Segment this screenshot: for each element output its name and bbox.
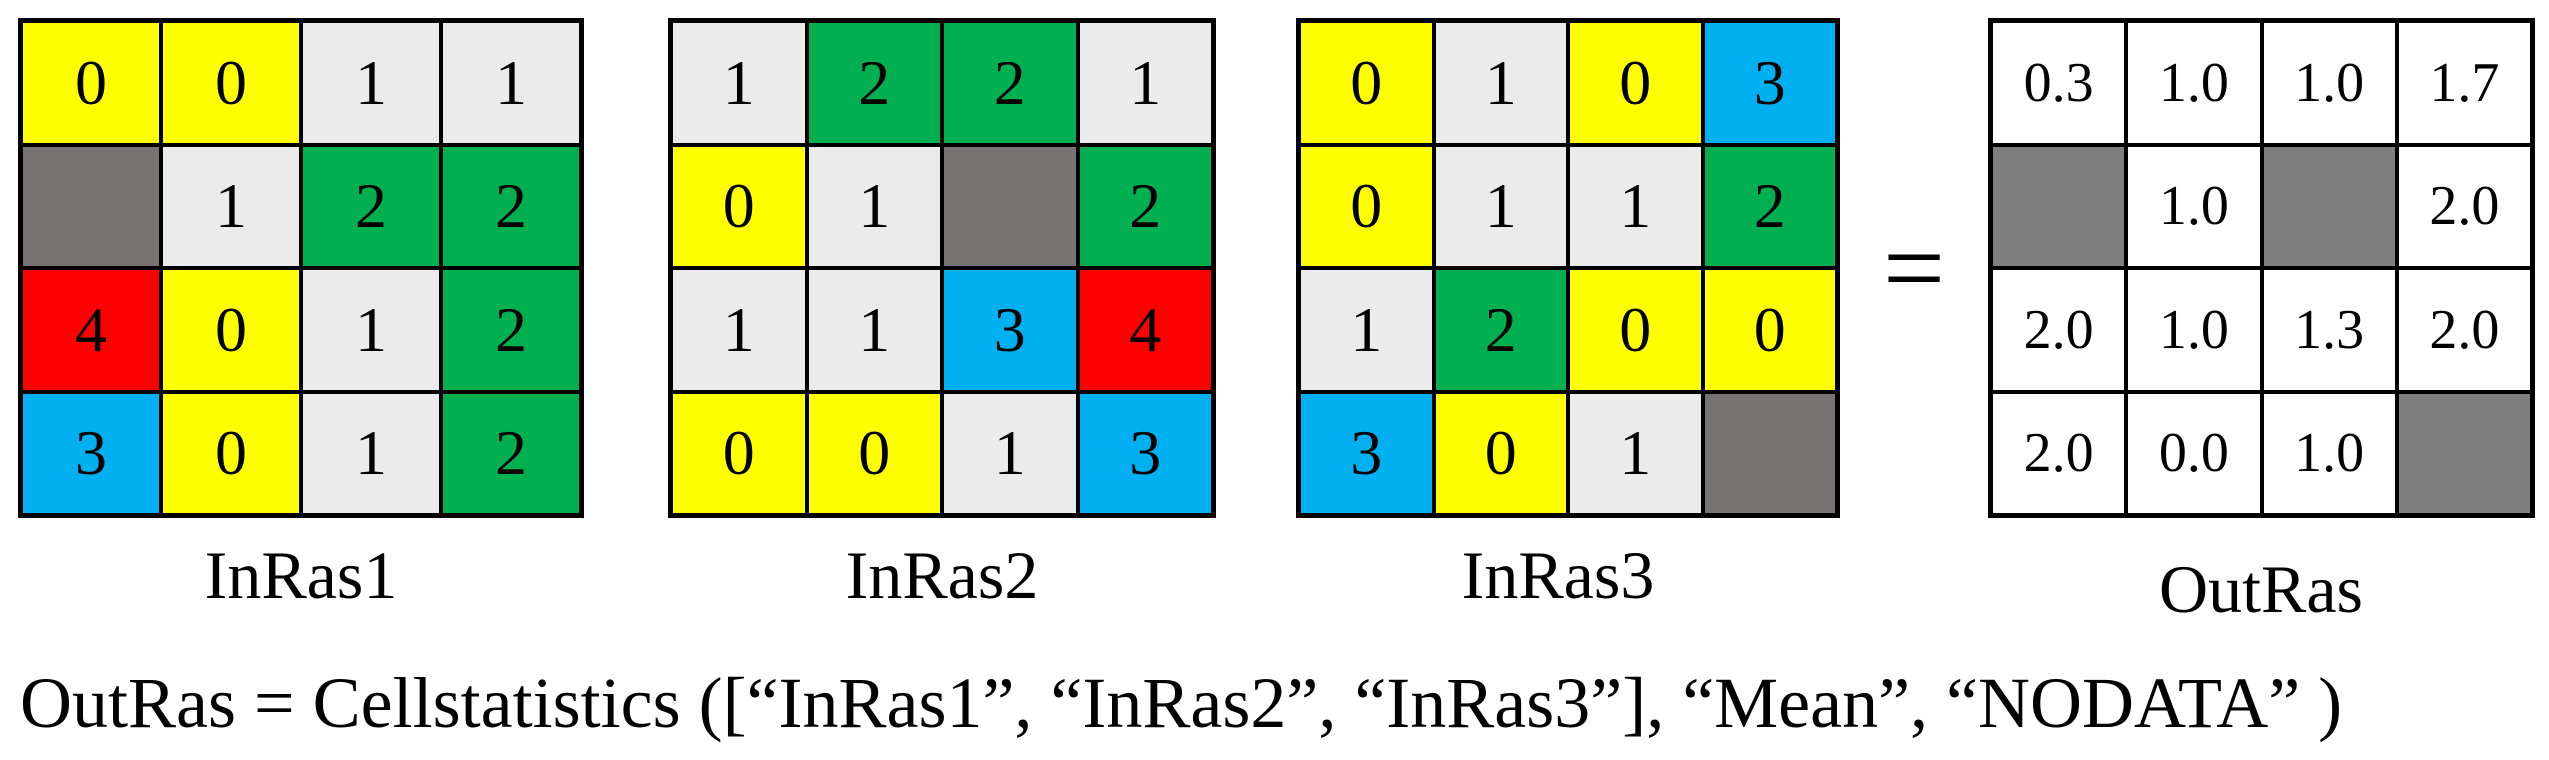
outras-cell: 1.3: [2261, 268, 2397, 392]
inras2-cell: 0: [671, 144, 807, 268]
outras-cell: 1.0: [2126, 144, 2262, 268]
inras3-cell: 3: [1702, 21, 1837, 145]
inras2-label: InRas2: [845, 537, 1039, 613]
outras-cell: 1.0: [2261, 21, 2397, 145]
outras-cell: 1.0: [2261, 391, 2397, 515]
inras2-cell: 1: [942, 391, 1078, 515]
inras2-cell: 3: [1077, 391, 1213, 515]
inras3-cell: 2: [1433, 268, 1568, 392]
inras2-cell: 1: [806, 268, 942, 392]
inras3-cell: 1: [1568, 391, 1703, 515]
inras1-cell: 1: [301, 391, 441, 515]
inras1-cell: 1: [161, 144, 301, 268]
outras-cell: [2396, 391, 2532, 515]
inras2-cell: [942, 144, 1078, 268]
outras-label: OutRas: [2159, 551, 2363, 627]
outras-cell: 1.0: [2126, 268, 2262, 392]
inras3-cell: 2: [1702, 144, 1837, 268]
inras3-label: InRas3: [1461, 537, 1655, 613]
inras2-cell: 0: [671, 391, 807, 515]
inras2-cell: 3: [942, 268, 1078, 392]
inras2-cell: 2: [942, 21, 1078, 145]
inras2-cell: 0: [806, 391, 942, 515]
outras-cell: 1.7: [2396, 21, 2532, 145]
inras1-cell: 4: [21, 268, 161, 392]
inras2-cell: 1: [671, 268, 807, 392]
inras1-label: InRas1: [204, 537, 398, 613]
inras1-cell: 2: [441, 144, 581, 268]
inras1-cell: 2: [441, 391, 581, 515]
inras1-cell: 1: [441, 21, 581, 145]
inras3-cell: 1: [1433, 21, 1568, 145]
inras3-cell: 0: [1702, 268, 1837, 392]
inras3-cell: 1: [1433, 144, 1568, 268]
inras1-cell: 0: [161, 21, 301, 145]
outras-cell: 2.0: [2396, 144, 2532, 268]
inras1-cell: 0: [21, 21, 161, 145]
inras3-cell: 0: [1433, 391, 1568, 515]
inras2-cell: 1: [671, 21, 807, 145]
outras-cell: 0.3: [1991, 21, 2127, 145]
inras1-cell: 0: [161, 391, 301, 515]
inras1-cell: 1: [301, 268, 441, 392]
formula-text: OutRas = Cellstatistics ([“InRas1”, “InR…: [20, 663, 2343, 743]
inras1-cell: 2: [441, 268, 581, 392]
outras-cell: 1.0: [2126, 21, 2262, 145]
inras3-cell: 3: [1299, 391, 1434, 515]
inras3-cell: 0: [1568, 268, 1703, 392]
outras-cell: 2.0: [1991, 268, 2127, 392]
outras-cell: 0.0: [2126, 391, 2262, 515]
inras3-cell: 1: [1299, 268, 1434, 392]
inras3-cell: 1: [1568, 144, 1703, 268]
outras-cell: [2261, 144, 2397, 268]
outras-cell: 2.0: [2396, 268, 2532, 392]
outras-cell: [1991, 144, 2127, 268]
inras2-cell: 2: [806, 21, 942, 145]
equals-sign: =: [1882, 207, 1946, 329]
outras-cell: 2.0: [1991, 391, 2127, 515]
inras1-cell: 2: [301, 144, 441, 268]
inras3-cell: 0: [1568, 21, 1703, 145]
inras2-cell: 1: [806, 144, 942, 268]
inras1-cell: 3: [21, 391, 161, 515]
inras3-cell: 0: [1299, 144, 1434, 268]
inras3-cell: 0: [1299, 21, 1434, 145]
inras1-cell: [21, 144, 161, 268]
inras2-cell: 2: [1077, 144, 1213, 268]
inras2-cell: 4: [1077, 268, 1213, 392]
inras1-cell: 1: [301, 21, 441, 145]
inras3-cell: [1702, 391, 1837, 515]
inras2-cell: 1: [1077, 21, 1213, 145]
inras1-cell: 0: [161, 268, 301, 392]
